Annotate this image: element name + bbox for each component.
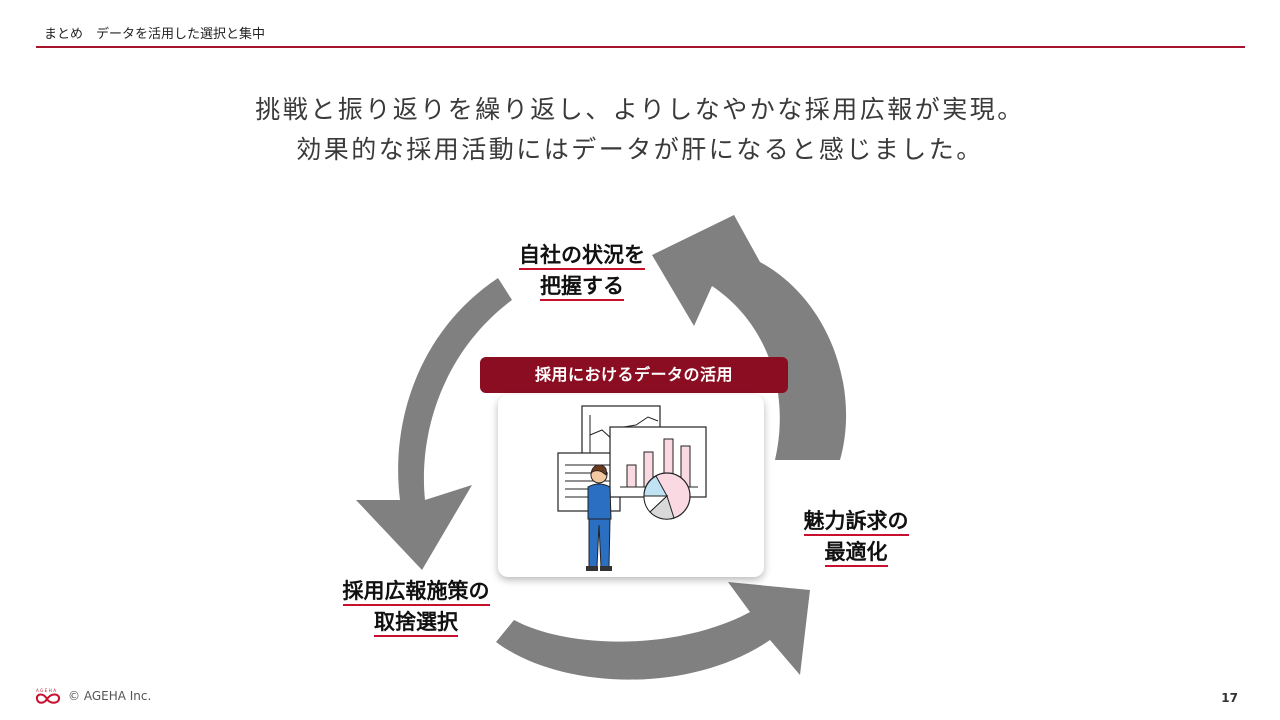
headline: 挑戦と振り返りを繰り返し、よりしなやかな採用広報が実現。 効果的な採用活動にはデ… <box>0 90 1280 170</box>
pie-chart <box>643 472 691 520</box>
headline-line-1: 挑戦と振り返りを繰り返し、よりしなやかな採用広報が実現。 <box>255 95 1025 124</box>
data-analysis-illustration <box>498 395 764 577</box>
analyst-person <box>586 464 612 571</box>
copyright: © AGEHA Inc. <box>68 689 152 703</box>
analyst-chart-illustration <box>557 405 707 571</box>
cycle-arrow-top <box>652 215 847 460</box>
step-optimize-line-2: 最適化 <box>824 539 888 567</box>
step-optimize-line-1: 魅力訴求の <box>803 508 909 536</box>
step-select-measures: 採用広報施策の 取捨選択 <box>316 576 516 638</box>
step-select-line-1: 採用広報施策の <box>342 578 490 606</box>
ageha-logo-icon: AGEHA <box>35 688 61 704</box>
step-understand-company: 自社の状況を 把握する <box>490 240 674 302</box>
header-title: まとめ データを活用した選択と集中 <box>44 27 266 42</box>
headline-line-2: 効果的な採用活動にはデータが肝になると感じました。 <box>296 135 984 164</box>
step-select-line-2: 取捨選択 <box>374 609 458 637</box>
step-understand-line-1: 自社の状況を <box>519 242 645 270</box>
svg-text:AGEHA: AGEHA <box>36 688 58 693</box>
cycle-arrow-left <box>356 278 512 570</box>
page-number: 17 <box>1221 691 1238 705</box>
cycle-arrow-bottom <box>496 582 810 680</box>
header-divider <box>36 46 1245 48</box>
step-optimize-appeal: 魅力訴求の 最適化 <box>776 506 936 568</box>
center-badge: 採用におけるデータの活用 <box>480 357 788 393</box>
step-understand-line-2: 把握する <box>540 273 624 301</box>
